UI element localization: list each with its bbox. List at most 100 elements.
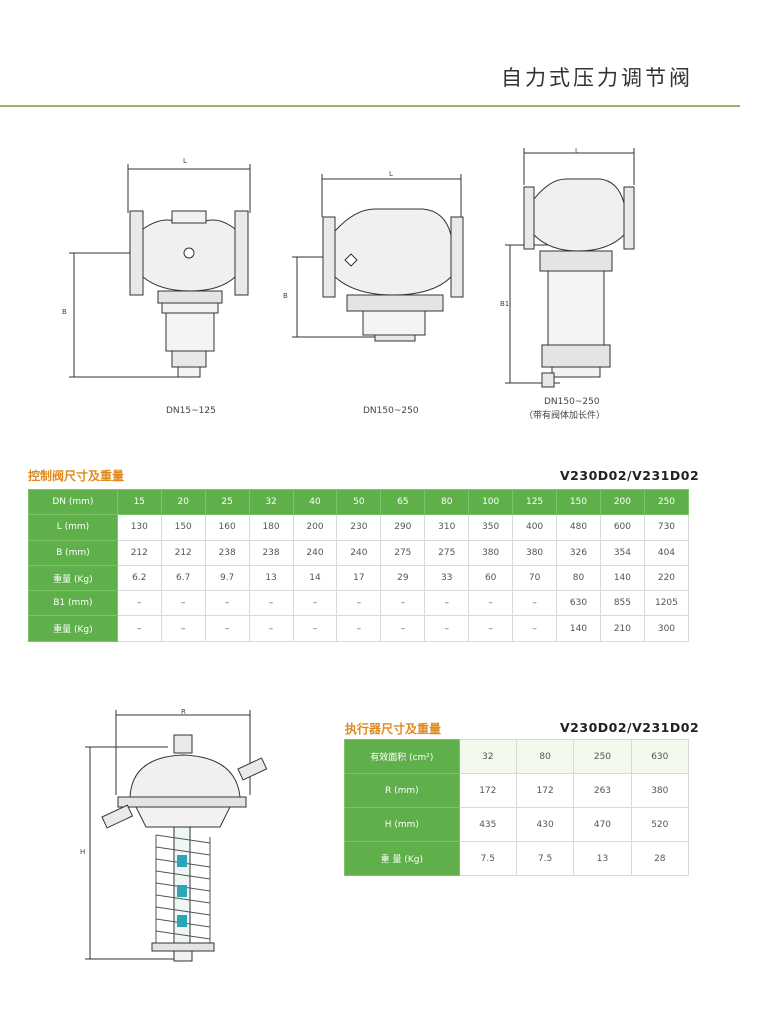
table-cell: 33 [424,564,470,592]
row-label: R (mm) [344,773,460,808]
valve-extended-caption: DN150~250 [544,397,600,407]
table-cell: 70 [512,564,558,592]
table-cell: 263 [573,773,632,808]
table-cell: – [160,615,206,642]
table-cell: 380 [630,773,690,808]
table-cell: 630 [630,739,690,774]
valve-table-model: V230D02/V231D02 [560,468,700,483]
table-cell: 125 [512,488,558,516]
table-cell: 7.5 [458,841,517,876]
table-cell: 470 [573,807,632,842]
table-cell: 6.2 [116,564,162,592]
row-label: B1 (mm) [28,590,118,617]
table-cell: 300 [643,615,690,642]
table-cell: 238 [204,539,250,566]
table-cell: 29 [380,564,426,592]
table-cell: 65 [380,488,426,516]
table-cell: 354 [599,539,645,566]
table-cell: 80 [515,739,575,774]
table-cell: 326 [556,539,601,566]
valve-large-dim-b: B [283,292,288,300]
valve-small-caption: DN15~125 [166,406,216,416]
table-cell: 130 [116,514,162,541]
valve-extended-dim-b1: B1 [500,300,510,308]
table-row: 重量 (Kg) – – – – – – – – – – 140 210 300 [28,615,690,642]
table-cell: 150 [160,514,206,541]
actuator-table-model: V230D02/V231D02 [560,720,700,735]
table-cell: 32 [458,739,517,774]
row-label: 有效面积 (cm²) [344,739,460,774]
table-cell: 855 [599,590,645,617]
table-cell: – [116,615,162,642]
table-cell: 275 [380,539,426,566]
table-cell: – [468,590,514,617]
table-row: DN (mm) 15 20 25 32 40 50 65 80 100 125 … [28,488,690,516]
table-cell: – [512,615,558,642]
table-row: B (mm) 212 212 238 238 240 240 275 275 3… [28,539,690,566]
row-label: L (mm) [28,514,118,541]
table-cell: 380 [468,539,514,566]
table-cell: 160 [204,514,250,541]
table-cell: 180 [248,514,294,541]
table-cell: – [248,590,294,617]
table-cell: 240 [336,539,382,566]
table-cell: – [160,590,206,617]
valve-small-dim-l: L [183,157,187,165]
table-cell: 32 [248,488,294,516]
table-cell: 140 [556,615,601,642]
table-cell: 220 [643,564,690,592]
table-cell: 400 [512,514,558,541]
table-cell: – [116,590,162,617]
table-cell: 212 [160,539,206,566]
actuator-dim-h: H [80,848,86,856]
table-cell: 200 [599,488,645,516]
table-cell: 250 [573,739,632,774]
table-cell: 172 [458,773,517,808]
table-cell: 730 [643,514,690,541]
table-cell: 230 [336,514,382,541]
table-cell: 520 [630,807,690,842]
actuator-dim-r: R [181,708,186,716]
valve-table-heading: 控制阀尺寸及重量 [28,469,125,483]
table-cell: 9.7 [204,564,250,592]
table-cell: 80 [424,488,470,516]
table-cell: 60 [468,564,514,592]
table-cell: – [204,615,250,642]
table-cell: 13 [573,841,632,876]
table-cell: 212 [116,539,162,566]
table-row: 重 量 (Kg) 7.5 7.5 13 28 [344,841,690,876]
table-cell: – [336,615,382,642]
valve-drawing-extended [505,148,635,388]
valve-drawing-small [69,164,251,378]
table-cell: 15 [116,488,162,516]
table-cell: 238 [248,539,294,566]
table-cell: – [248,615,294,642]
valve-extended-caption-note: （带有阀体加长件） [524,411,606,421]
table-cell: 275 [424,539,470,566]
table-cell: 240 [292,539,338,566]
table-cell: – [204,590,250,617]
table-cell: – [336,590,382,617]
valve-large-caption: DN150~250 [363,406,419,416]
table-cell: – [512,590,558,617]
table-cell: 17 [336,564,382,592]
table-cell: 28 [630,841,690,876]
table-cell: 250 [643,488,690,516]
table-cell: – [468,615,514,642]
valve-dimension-table: DN (mm) 15 20 25 32 40 50 65 80 100 125 … [28,488,690,642]
row-label: DN (mm) [28,488,118,516]
table-cell: 480 [556,514,601,541]
table-cell: 404 [643,539,690,566]
table-cell: 13 [248,564,294,592]
table-cell: 200 [292,514,338,541]
table-row: 重量 (Kg) 6.2 6.7 9.7 13 14 17 29 33 60 70… [28,564,690,592]
table-row: B1 (mm) – – – – – – – – – – 630 855 1205 [28,590,690,617]
table-cell: – [380,615,426,642]
table-cell: 20 [160,488,206,516]
table-cell: 1205 [643,590,690,617]
actuator-drawing [85,710,268,962]
valve-large-dim-l: L [389,170,393,178]
table-cell: 80 [556,564,601,592]
table-cell: 100 [468,488,514,516]
table-cell: 50 [336,488,382,516]
